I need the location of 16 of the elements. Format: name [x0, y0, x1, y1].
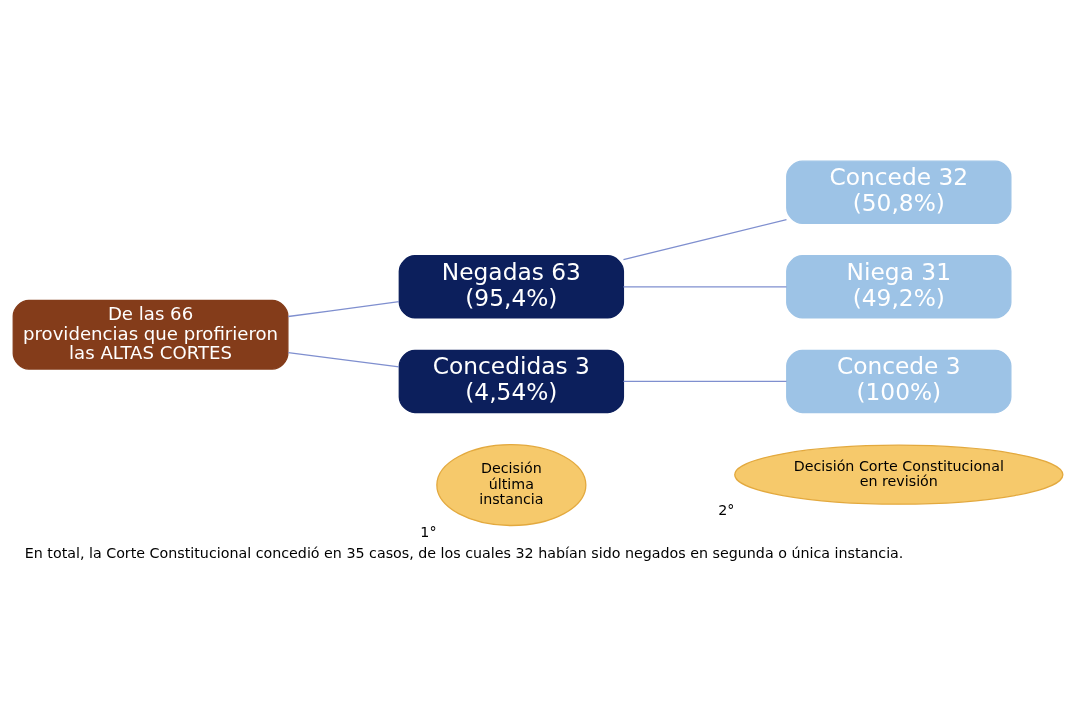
node-box: Concede 3 (100%) — [786, 349, 1012, 414]
node-label: 2° — [718, 502, 735, 519]
node-box: Niega 31 (49,2%) — [786, 255, 1012, 319]
node-ellipse: Decisión última instancia — [436, 443, 587, 527]
node-box: Negadas 63 (95,4%) — [398, 255, 625, 319]
node-box: Concedidas 3 (4,54%) — [398, 349, 625, 414]
connector — [287, 351, 400, 368]
node-label: 1° — [420, 523, 437, 540]
connector — [287, 301, 400, 318]
node-box: Concede 32 (50,8%) — [786, 160, 1012, 224]
node-box: De las 66 providencias que profirieron las ALTAS CORTES — [12, 299, 289, 370]
connector — [622, 380, 788, 383]
connector — [622, 286, 788, 288]
caption: En total, la Corte Constitucional concedió en 35 casos, de los cuales 32 habían sido negados en segunda o única instancia. — [24, 544, 904, 561]
node-ellipse: Decisión Corte Constitucional en revisión — [734, 444, 1064, 505]
connector — [622, 218, 788, 261]
